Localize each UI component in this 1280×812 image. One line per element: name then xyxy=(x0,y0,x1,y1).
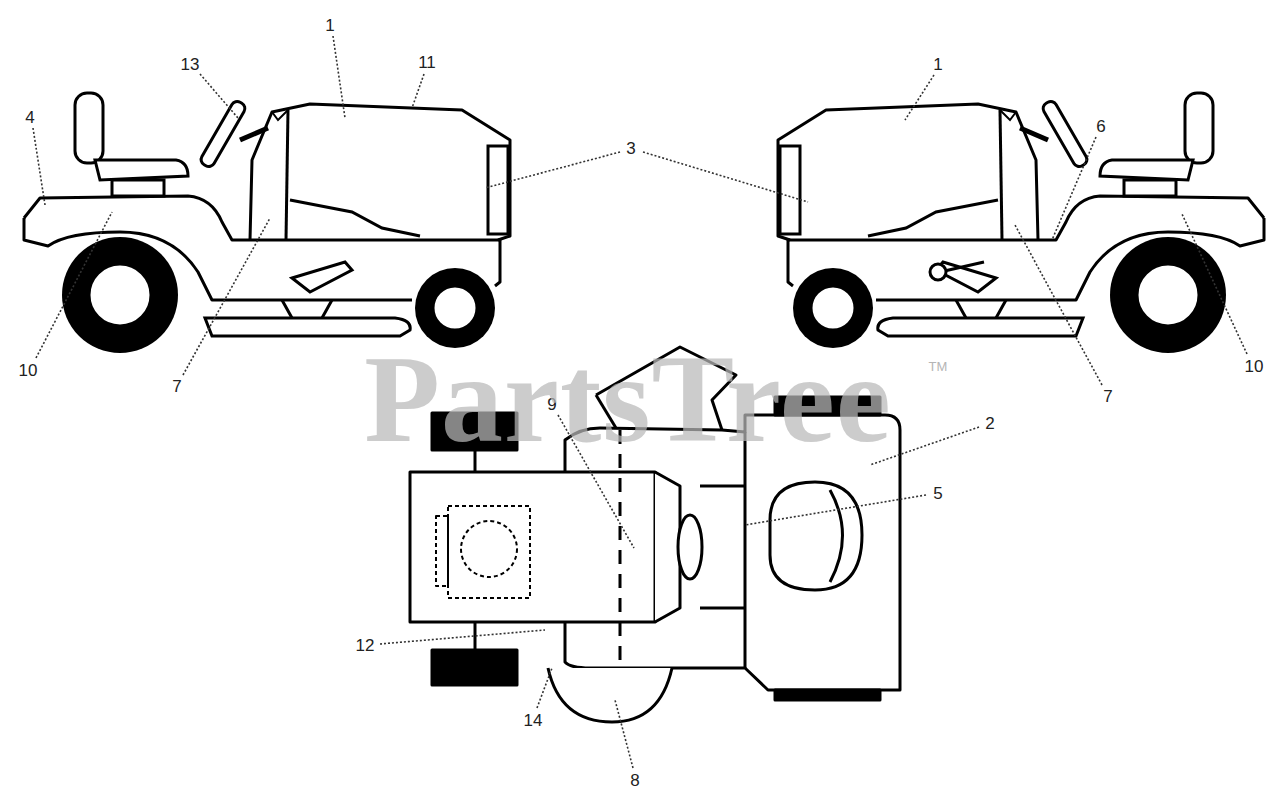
tractor-top-view xyxy=(548,668,672,722)
leader-lines xyxy=(183,218,270,375)
leader-lines xyxy=(200,74,238,118)
leader-lines xyxy=(36,212,112,358)
leader-lines xyxy=(537,668,552,708)
callout-number: 1 xyxy=(325,17,334,34)
callout-number: 3 xyxy=(626,140,635,157)
leader-lines xyxy=(643,152,808,202)
callout-number: 7 xyxy=(172,378,181,395)
leader-lines xyxy=(615,700,633,768)
callout-number: 6 xyxy=(1096,118,1105,135)
leader-lines xyxy=(412,74,424,108)
callout-number: 10 xyxy=(19,362,38,379)
tractor-top-view xyxy=(700,485,745,488)
leader-lines xyxy=(1015,225,1102,385)
callout-number: 11 xyxy=(418,54,436,71)
leader-lines xyxy=(380,630,545,644)
tractor-top-view xyxy=(432,650,517,685)
leader-lines xyxy=(905,75,934,120)
shift-lever xyxy=(930,262,984,280)
right-tractor xyxy=(778,93,1264,353)
callout-number: 14 xyxy=(524,712,543,729)
callout-number: 8 xyxy=(630,772,639,789)
watermark-text: PartsTree xyxy=(364,338,892,462)
callout-number: 4 xyxy=(25,109,34,126)
leader-lines xyxy=(1052,137,1096,240)
callout-number: 1 xyxy=(933,56,942,73)
callout-number: 2 xyxy=(985,415,994,432)
leader-lines xyxy=(745,495,926,525)
leader-lines xyxy=(33,36,1247,768)
tractor-top-view xyxy=(655,472,680,622)
tractor-top-view xyxy=(775,690,880,700)
tractor-top-view xyxy=(448,506,530,598)
tractor-top-view xyxy=(830,490,843,582)
callout-number: 13 xyxy=(181,56,200,73)
leader-lines xyxy=(485,152,620,188)
tractor-top-view xyxy=(461,521,517,577)
tractor-top-view xyxy=(436,516,448,586)
tractor-top-view xyxy=(700,607,745,610)
leader-lines xyxy=(333,36,345,118)
callout-number: 7 xyxy=(1103,388,1112,405)
tractor-top-view xyxy=(744,432,747,668)
tractor-top-view xyxy=(410,472,655,622)
tractor-top-view xyxy=(619,430,622,668)
leader-lines xyxy=(33,128,45,205)
tractor-top-view xyxy=(770,482,862,590)
callout-number: 12 xyxy=(356,637,375,654)
callout-number: 10 xyxy=(1245,358,1264,375)
leader-lines xyxy=(1182,214,1247,354)
shift-lever xyxy=(930,264,946,280)
tractor-top-view xyxy=(678,515,702,579)
callout-number: 5 xyxy=(933,485,942,502)
trademark-mark: TM xyxy=(929,360,948,373)
